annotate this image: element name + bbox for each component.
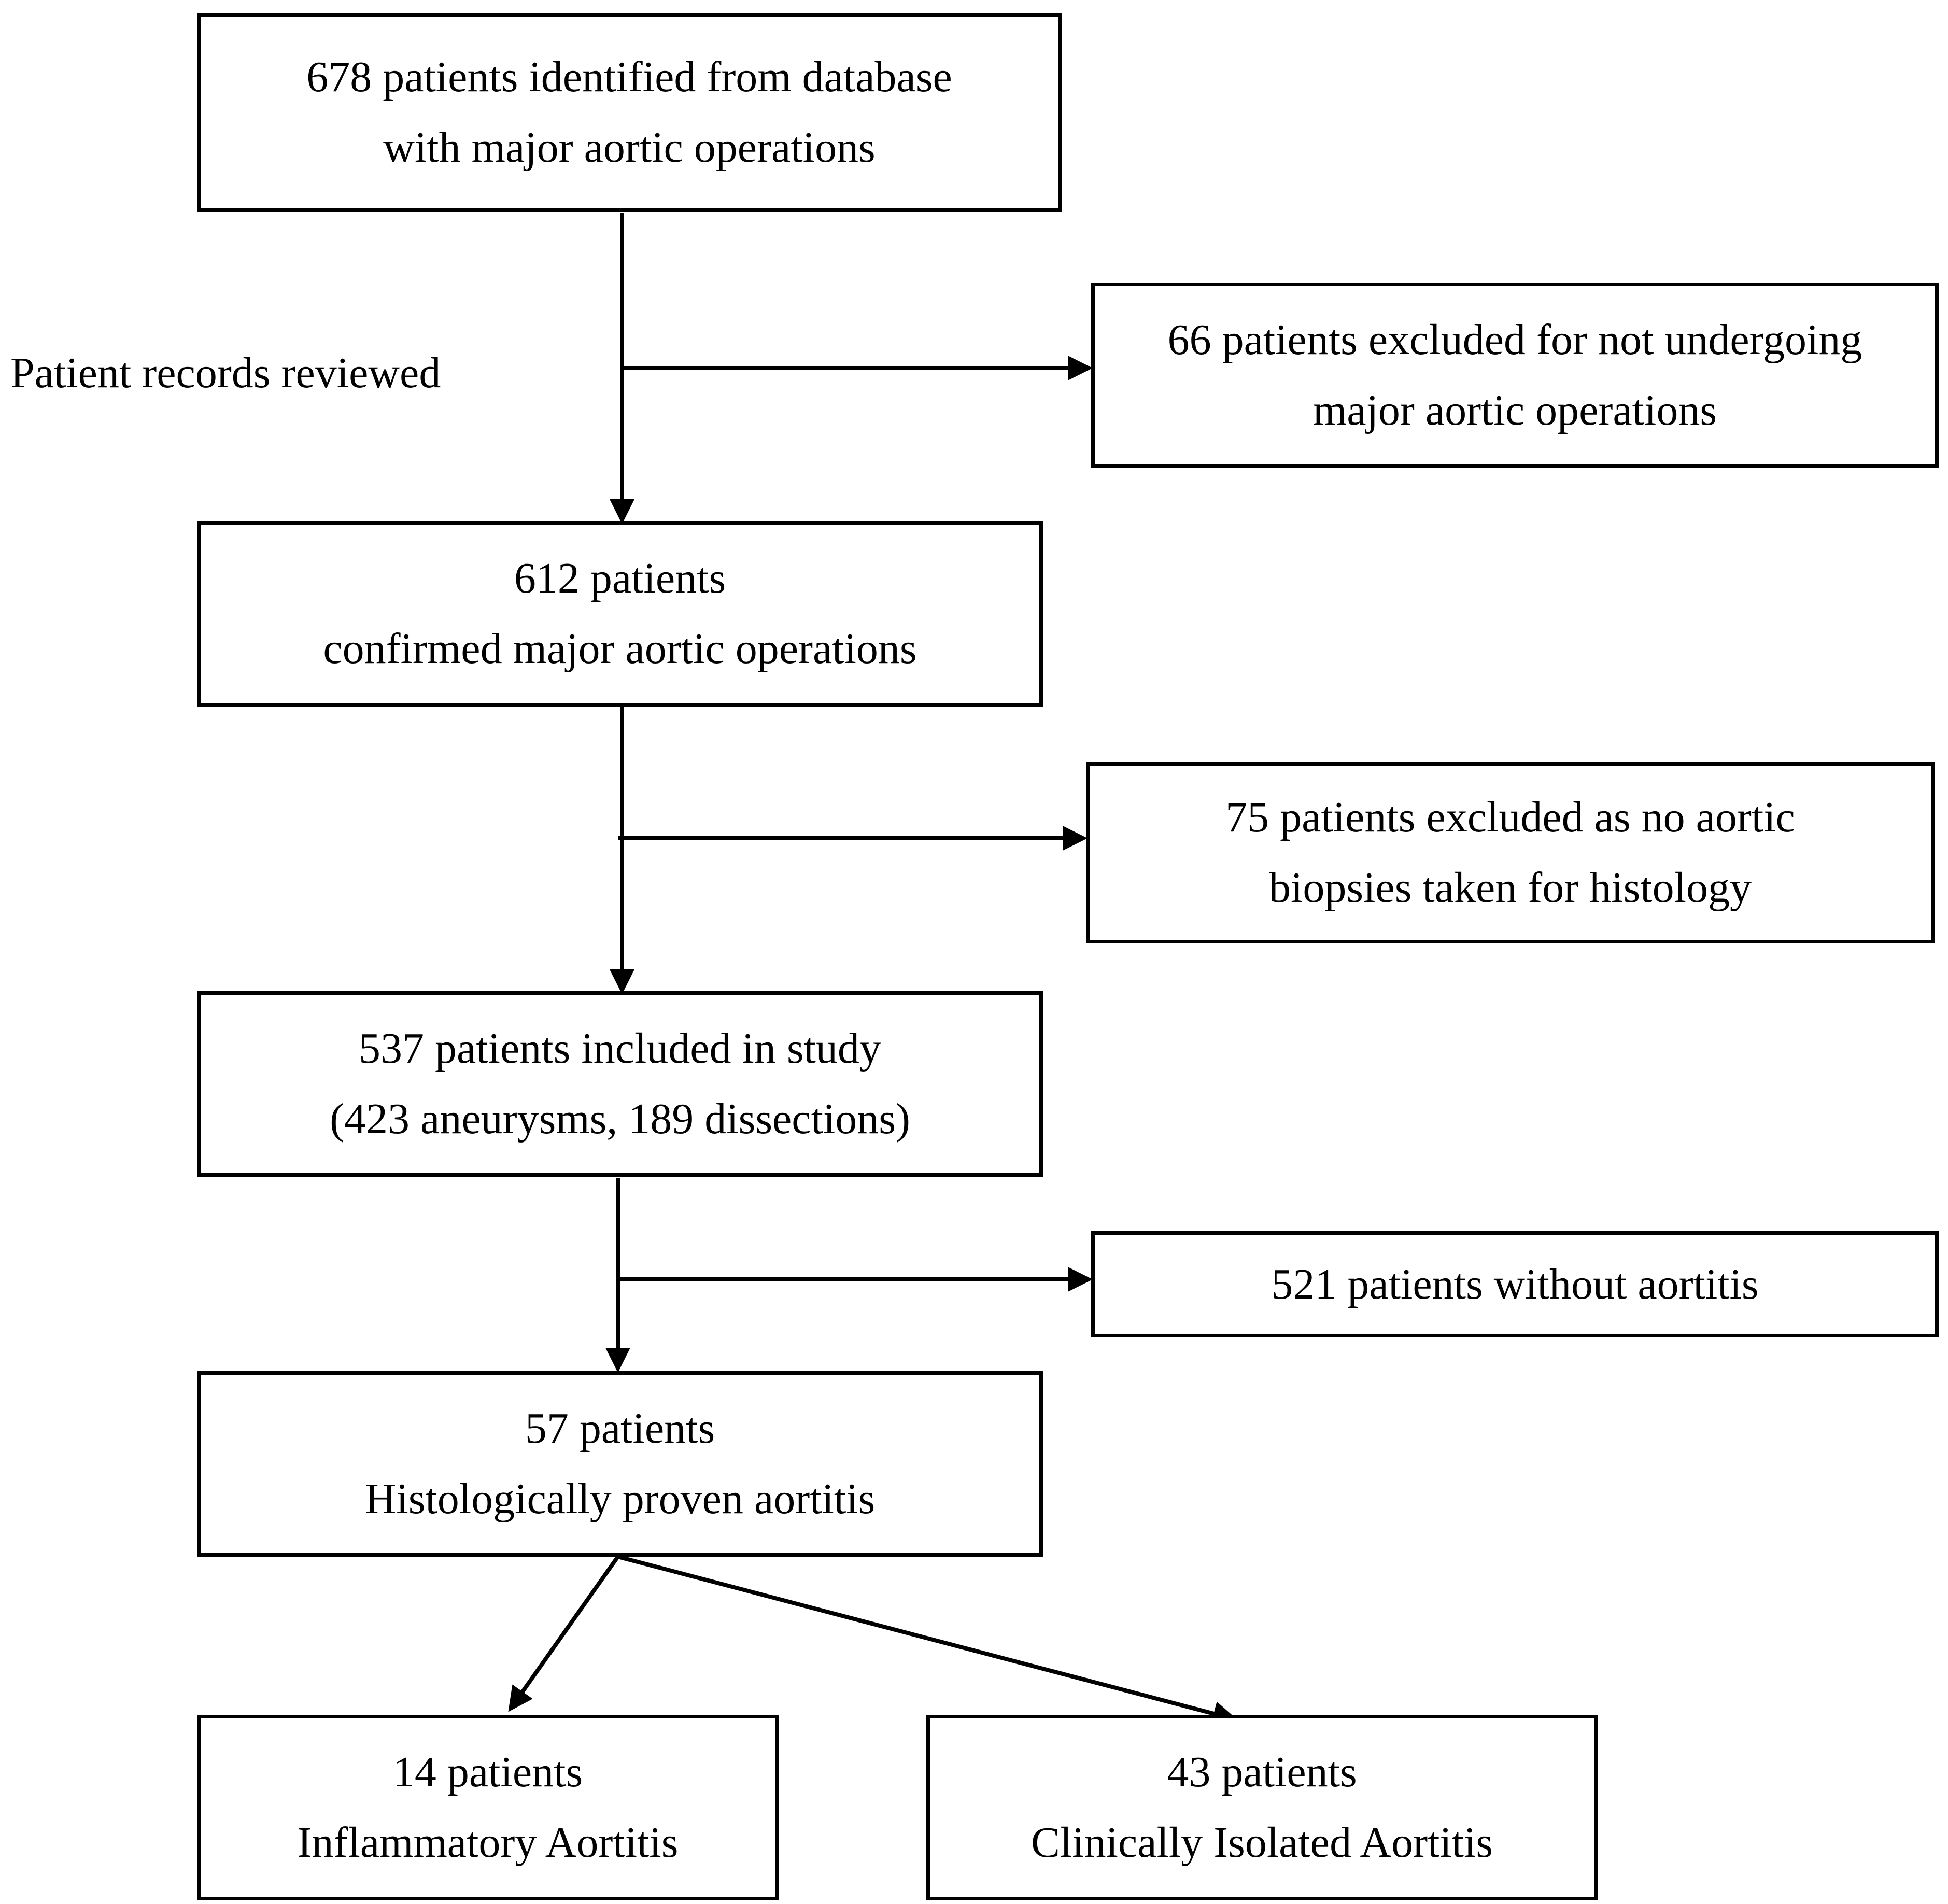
box-isolated-line2: Clinically Isolated Aortitis bbox=[1031, 1818, 1493, 1867]
box-confirmed-line1: 612 patients bbox=[514, 554, 726, 602]
box-included-in-study: 537 patients included in study (423 aneu… bbox=[197, 991, 1043, 1177]
box-included-line1: 537 patients included in study bbox=[359, 1024, 881, 1073]
box-excluded-no-biopsy: 75 patients excluded as no aortic biopsi… bbox=[1086, 762, 1935, 943]
box-excluded-no-biopsy-line2: biopsies taken for histology bbox=[1269, 864, 1752, 912]
connector-proven-to-isolated bbox=[617, 1555, 1238, 1726]
box-proven-line2: Histologically proven aortitis bbox=[364, 1475, 876, 1523]
box-excluded-not-major-line2: major aortic operations bbox=[1312, 386, 1717, 434]
box-excluded-no-biopsy-line1: 75 patients excluded as no aortic bbox=[1225, 793, 1795, 841]
box-included-line2: (423 aneurysms, 189 dissections) bbox=[330, 1095, 910, 1143]
box-clinically-isolated-aortitis: 43 patients Clinically Isolated Aortitis bbox=[926, 1715, 1598, 1900]
box-identified-line2: with major aortic operations bbox=[383, 123, 876, 172]
box-without-aortitis: 521 patients without aortitis bbox=[1091, 1231, 1939, 1337]
box-inflammatory-line1: 14 patients bbox=[392, 1748, 583, 1796]
box-identified-line1: 678 patients identified from database bbox=[306, 53, 952, 101]
box-excluded-not-major: 66 patients excluded for not undergoing … bbox=[1091, 283, 1939, 468]
box-excluded-not-major-line1: 66 patients excluded for not undergoing bbox=[1167, 316, 1862, 364]
patient-records-reviewed-label: Patient records reviewed bbox=[10, 349, 441, 397]
box-inflammatory-aortitis: 14 patients Inflammatory Aortitis bbox=[197, 1715, 779, 1900]
box-identified-patients: 678 patients identified from database wi… bbox=[197, 13, 1062, 212]
box-confirmed-operations: 612 patients confirmed major aortic oper… bbox=[197, 521, 1043, 707]
box-proven-line1: 57 patients bbox=[525, 1404, 715, 1452]
box-inflammatory-line2: Inflammatory Aortitis bbox=[297, 1818, 679, 1867]
connector-proven-to-inflammatory bbox=[508, 1555, 620, 1712]
box-confirmed-line2: confirmed major aortic operations bbox=[323, 625, 917, 673]
box-isolated-line1: 43 patients bbox=[1167, 1748, 1357, 1796]
box-histologically-proven: 57 patients Histologically proven aortit… bbox=[197, 1371, 1043, 1557]
box-without-aortitis-line1: 521 patients without aortitis bbox=[1271, 1260, 1759, 1308]
